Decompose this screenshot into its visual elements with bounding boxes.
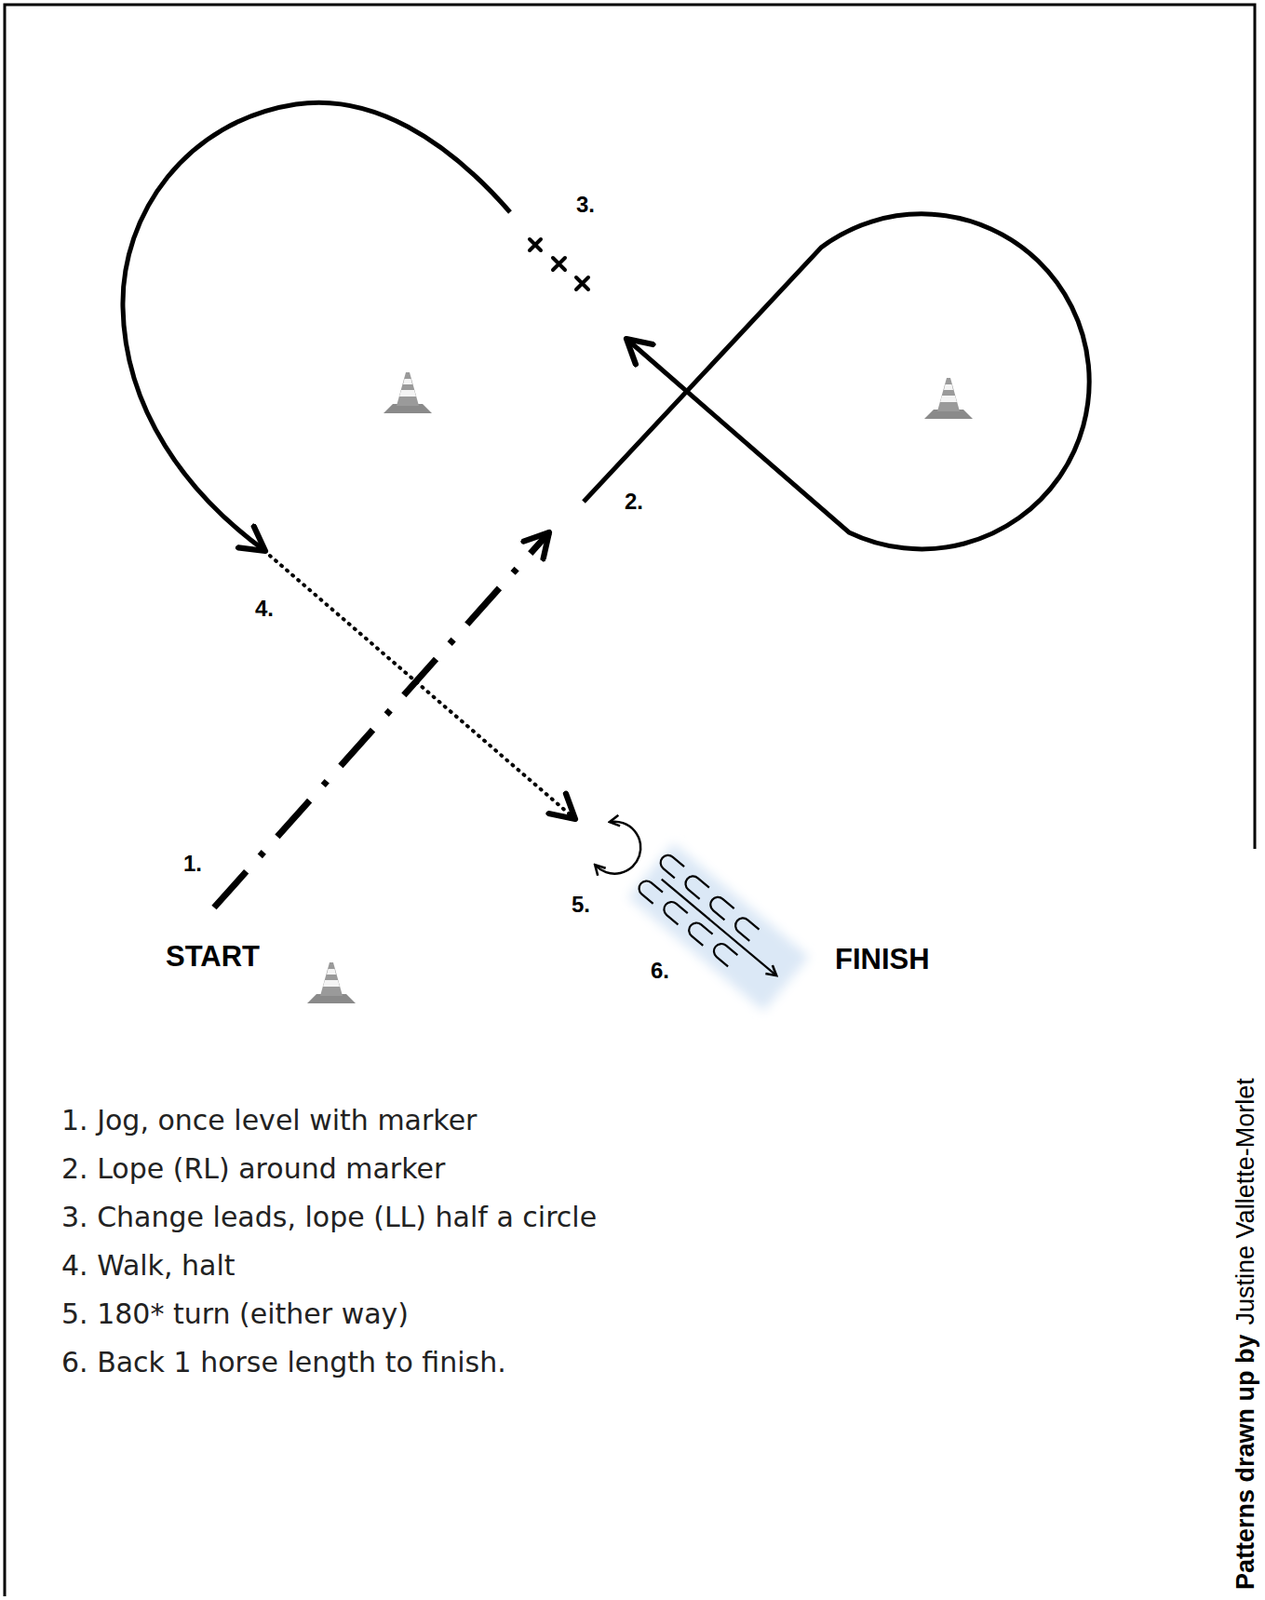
lead-change-marks [529, 239, 589, 290]
cone-marker [383, 372, 432, 414]
instruction-step: 6. Back 1 horse length to finish. [61, 1345, 507, 1379]
jog-line [214, 532, 550, 908]
instruction-step: 1. Jog, once level with marker [61, 1103, 477, 1137]
credit-prefix: Patterns drawn up by [1231, 1333, 1260, 1590]
callout-number: 5. [571, 891, 591, 918]
instruction-step: 4. Walk, halt [61, 1249, 236, 1282]
callout-number: 4. [255, 595, 274, 622]
credit-line: Patterns drawn up by Justine Vallette-Mor… [1230, 1077, 1261, 1590]
instruction-step: 2. Lope (RL) around marker [61, 1152, 445, 1185]
turn-symbol [595, 821, 641, 875]
frame [4, 4, 1255, 1597]
callout-number: 2. [624, 488, 644, 515]
callout-number: 1. [183, 850, 202, 877]
lope-left-loop [122, 102, 511, 552]
instruction-step: 3. Change leads, lope (LL) half a circle [61, 1200, 597, 1234]
finish-label: FINISH [834, 942, 930, 977]
start-label: START [165, 940, 260, 974]
instruction-step: 5. 180* turn (either way) [61, 1297, 409, 1331]
credit-author: Justine Vallette-Morlet [1231, 1077, 1260, 1325]
callout-number: 3. [576, 191, 595, 218]
callout-number: 6. [650, 957, 670, 984]
cone-marker [307, 962, 356, 1004]
backup-marks [628, 843, 809, 1011]
walk-line [269, 555, 576, 820]
cone-marker [924, 377, 973, 419]
lope-right-loop [583, 214, 1090, 550]
